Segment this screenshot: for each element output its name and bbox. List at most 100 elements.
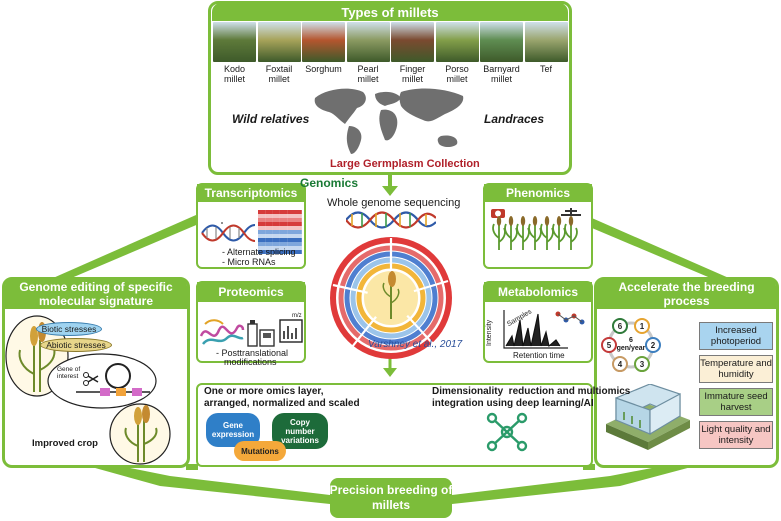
heatmap-cell <box>265 250 273 254</box>
heatmap-cell <box>287 218 295 222</box>
multiomics-title: One or more omics layer, arranged, norma… <box>204 386 360 409</box>
heatmap-cell <box>258 226 266 230</box>
heatmap-cell <box>279 230 288 234</box>
plant-stem <box>552 223 566 250</box>
cycle-node <box>612 356 628 373</box>
germplasm-label: Large Germplasm Collection <box>330 158 480 170</box>
cycle-node <box>634 317 650 334</box>
plant-stem <box>504 223 518 250</box>
heatmap-cell <box>287 250 295 254</box>
protein-structure-icon <box>199 319 245 345</box>
heatmap-cell <box>294 242 302 246</box>
heatmap-cell <box>272 234 280 238</box>
breeding-factor: Increased photoperiod <box>699 322 773 350</box>
heatmap-cell <box>294 226 302 230</box>
heatmap-cell <box>272 218 280 222</box>
heatmap-cell <box>279 242 288 246</box>
cycle-number: 1 <box>640 322 645 331</box>
precision-title: Precision breeding of millets <box>330 478 452 518</box>
improved-crop-label: Improved crop <box>32 438 98 449</box>
plant-head <box>544 216 550 226</box>
heatmap-cell <box>258 214 266 218</box>
millet-photo <box>213 22 256 62</box>
plant-stem <box>492 223 506 250</box>
millet-label: Tef <box>539 64 552 74</box>
heatmap-cell <box>258 234 266 238</box>
transcriptomics-item-1: - Alternate splicing <box>222 247 296 257</box>
metabolomics-title: Metabolomics <box>484 282 592 302</box>
heatmap-cell <box>258 250 266 254</box>
proteomics-item-1: - Posttranslational <box>216 348 289 358</box>
heatmap-cell <box>279 226 288 230</box>
heatmap-cell <box>287 222 295 226</box>
millet-label: Finger millet <box>399 64 426 84</box>
heatmap-cell <box>258 242 266 246</box>
millet-photo <box>480 22 523 62</box>
heatmap-cell <box>258 210 266 214</box>
cycle-number: 4 <box>618 360 623 369</box>
millet-label: Barnyard millet <box>483 64 520 84</box>
heatmap-cell <box>287 214 295 218</box>
heatmap-icon <box>258 210 302 254</box>
phenomics-title: Phenomics <box>484 184 592 202</box>
plant-stem <box>564 223 578 250</box>
heatmap-cell <box>294 210 302 214</box>
cycle-number: 5 <box>607 341 612 350</box>
heatmap-cell <box>294 234 302 238</box>
types-title: Types of millets <box>212 3 568 21</box>
network-icon <box>486 412 528 452</box>
gene-of-interest-label: Gene of interest <box>57 366 81 380</box>
heatmap-cell <box>279 210 288 214</box>
cycle-node <box>645 337 661 353</box>
proteomics-item-2: modifications <box>224 357 277 367</box>
mass-spec-icon <box>247 320 275 347</box>
heatmap-cell <box>279 234 288 238</box>
heatmap-cell <box>258 218 266 222</box>
heatmap-cell <box>258 230 266 234</box>
millet-label: Foxtail millet <box>265 64 293 84</box>
heatmap-cell <box>272 226 280 230</box>
heatmap-cell <box>294 214 302 218</box>
heatmap-cell <box>294 238 302 242</box>
heatmap-cell <box>258 246 266 250</box>
world-map-icon <box>314 88 464 154</box>
transcriptomics-item-2: - Micro RNAs <box>222 257 276 267</box>
millet-photo <box>302 22 345 62</box>
plant-head <box>496 216 502 226</box>
millet-label: Kodo millet <box>223 64 246 84</box>
heatmap-cell <box>287 246 295 250</box>
heatmap-cell <box>279 238 288 242</box>
plant-head <box>508 216 514 226</box>
heatmap-cell <box>287 238 295 242</box>
millet-photo <box>346 22 390 62</box>
proteomics-title: Proteomics <box>197 282 305 302</box>
heatmap-cell <box>265 238 273 242</box>
heatmap-cell <box>265 234 273 238</box>
accelerate-title: Accelerate the breeding process <box>597 279 776 309</box>
citation-label: Varshney et al., 2017 <box>368 339 463 350</box>
heatmap-cell <box>294 230 302 234</box>
millet-photo <box>257 22 301 62</box>
genomics-label: Genomics <box>300 176 359 190</box>
cycle-number: 6 <box>618 322 623 331</box>
millet-label: Sorghum <box>305 64 342 74</box>
cycle-node <box>601 337 617 353</box>
transcriptomics-title: Transcriptomics <box>197 184 305 202</box>
plant-stem <box>516 223 530 250</box>
heatmap-cell <box>272 230 280 234</box>
heatmap-cell <box>265 214 273 218</box>
heatmap-cell <box>287 226 295 230</box>
heatmap-cell <box>265 246 273 250</box>
heatmap-cell <box>265 218 273 222</box>
improved-crop-icon <box>109 403 171 465</box>
millet-photo <box>524 22 568 62</box>
biotic-stresses-badge: Biotic stresses <box>36 322 102 336</box>
metabolomics-xlabel: Retention time <box>513 351 565 360</box>
plant-head <box>532 216 538 226</box>
circos-plot <box>330 237 452 359</box>
cycle-center-label: 6 gen/year <box>616 337 646 352</box>
heatmap-cell <box>287 230 295 234</box>
plant-stem <box>540 223 554 250</box>
heatmap-cell <box>279 214 288 218</box>
heatmap-cell <box>265 242 273 246</box>
